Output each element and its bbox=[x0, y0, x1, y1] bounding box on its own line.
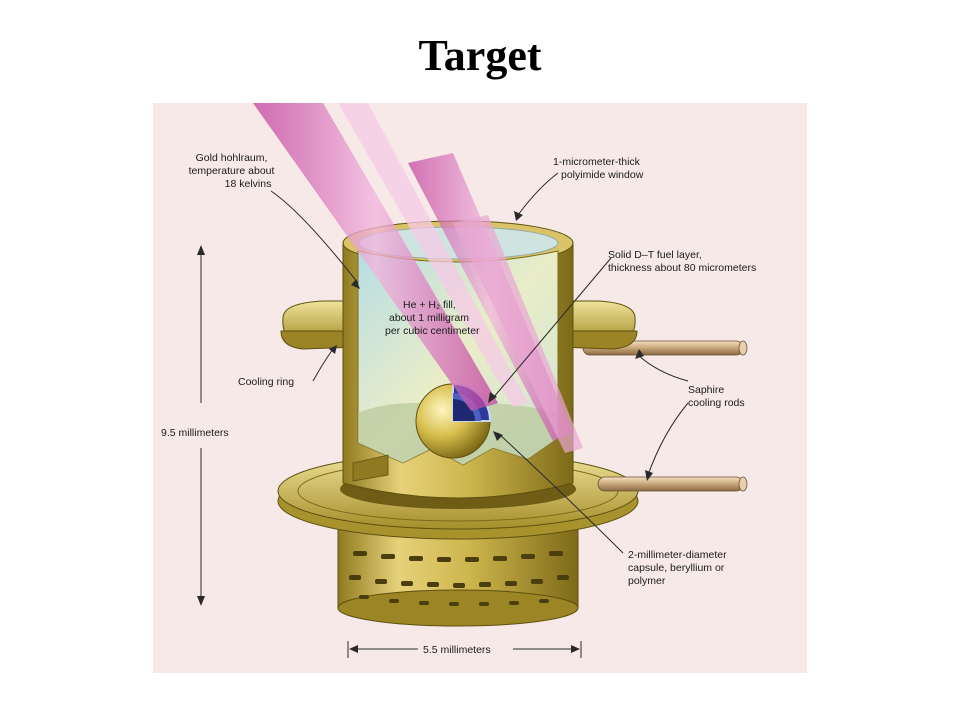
laser-beams bbox=[253, 103, 583, 453]
label-cooling-ring: Cooling ring bbox=[238, 376, 294, 388]
label-fill-line-2: about 1 milligram bbox=[389, 312, 469, 324]
label-width: 5.5 millimeters bbox=[423, 644, 491, 656]
leader-lines bbox=[270, 172, 689, 554]
label-capsule-line-3: polymer bbox=[628, 575, 666, 587]
label-capsule-line-1: 2-millimeter-diameter bbox=[628, 549, 727, 561]
target-illustration: Gold hohlraum, temperature about 18 kelv… bbox=[161, 103, 756, 658]
target-diagram: Gold hohlraum, temperature about 18 kelv… bbox=[153, 103, 807, 673]
label-fill-line-1: He + H₂ fill, bbox=[403, 299, 456, 311]
label-window-line-1: 1-micrometer-thick bbox=[553, 156, 641, 168]
base-cylinder bbox=[337, 520, 579, 627]
label-capsule-line-2: capsule, beryllium or bbox=[628, 562, 725, 574]
label-fuel-layer-line-1: Solid D–T fuel layer, bbox=[608, 249, 702, 261]
label-fill-line-3: per cubic centimeter bbox=[385, 325, 480, 337]
label-fill: He + H₂ fill, about 1 milligram per cubi… bbox=[385, 299, 480, 337]
slide-title: Target bbox=[418, 31, 542, 80]
label-rods-line-2: cooling rods bbox=[688, 397, 745, 409]
cooling-ring bbox=[280, 300, 638, 350]
label-fuel-layer-line-2: thickness about 80 micrometers bbox=[608, 262, 756, 274]
label-hohlraum-line-1: Gold hohlraum, bbox=[196, 152, 268, 164]
label-height: 9.5 millimeters bbox=[161, 427, 229, 439]
label-hohlraum-line-2: temperature about bbox=[189, 165, 275, 177]
label-window-line-2: polyimide window bbox=[561, 169, 644, 181]
label-fuel-layer: Solid D–T fuel layer, thickness about 80… bbox=[608, 249, 756, 274]
label-rods-line-1: Saphire bbox=[688, 384, 724, 396]
label-window: 1-micrometer-thick polyimide window bbox=[553, 156, 644, 181]
label-hohlraum-line-3: 18 kelvins bbox=[225, 178, 272, 190]
height-dimension bbox=[197, 245, 205, 606]
label-hohlraum: Gold hohlraum, temperature about 18 kelv… bbox=[189, 152, 278, 190]
label-rods: Saphire cooling rods bbox=[688, 384, 745, 409]
cooling-rods bbox=[582, 340, 748, 492]
width-dimension bbox=[347, 641, 582, 658]
label-capsule: 2-millimeter-diameter capsule, beryllium… bbox=[628, 549, 730, 587]
